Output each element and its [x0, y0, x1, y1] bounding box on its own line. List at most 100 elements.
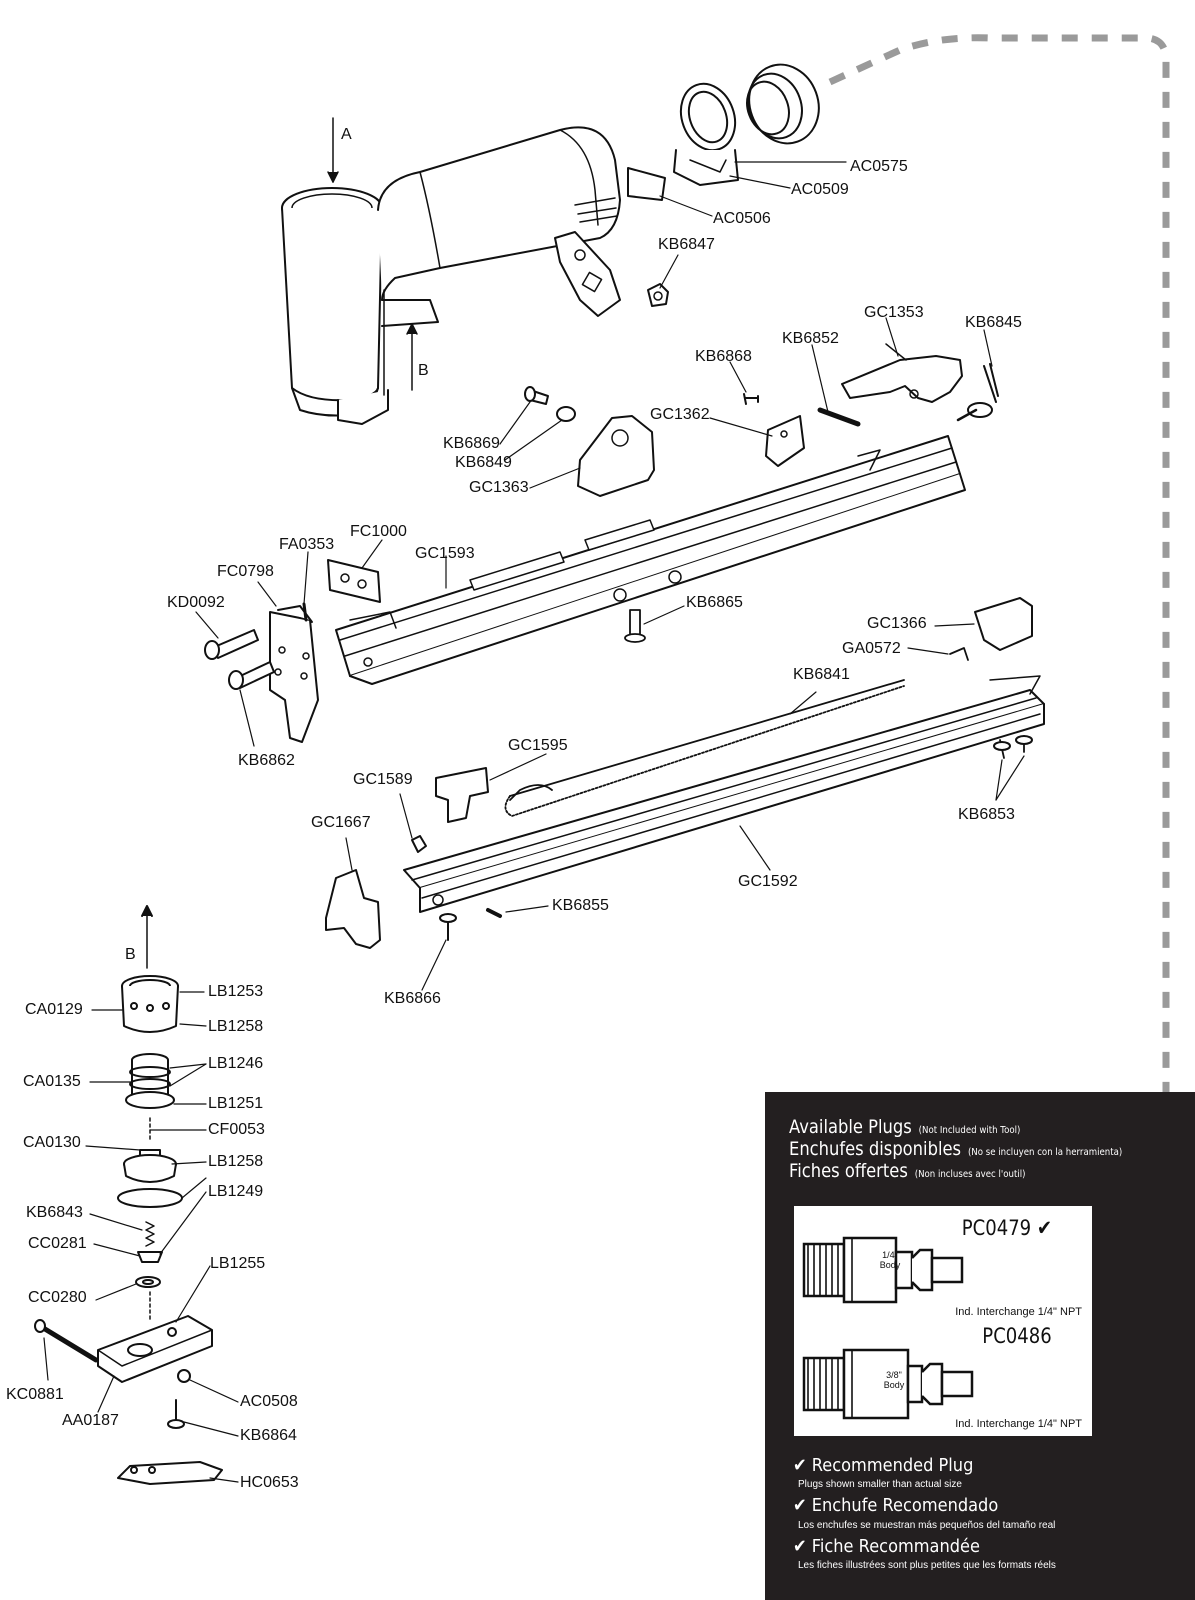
part-label-LB1246: LB1246 [208, 1055, 264, 1072]
part-label-GC1595: GC1595 [508, 737, 568, 754]
arrow-b-bottom-label: B [125, 946, 136, 963]
plugs-heading-fr-note: (Non incluses avec l'outil) [914, 1169, 1026, 1180]
part-label-KB6849: KB6849 [455, 454, 512, 471]
part-label-KB6868: KB6868 [695, 348, 752, 365]
part-label-KB6865: KB6865 [686, 594, 743, 611]
recommended-plug-en-note: Plugs shown smaller than actual size [798, 1479, 962, 1490]
plug-pc0479-check-icon: ✔ [1036, 1216, 1052, 1240]
plug-pc0486-code: PC0486 [982, 1324, 1052, 1348]
plugs-heading-en-note: (Not Included with Tool) [918, 1125, 1021, 1136]
part-label-CA0130: CA0130 [23, 1134, 81, 1151]
recommended-plug-fr-text: Fiche Recommandée [811, 1536, 980, 1557]
part-label-KB6852: KB6852 [782, 330, 839, 347]
plug-pc0479-code: PC0479 ✔ [962, 1216, 1052, 1240]
tool-housing [281, 126, 621, 425]
spring-kb6841 [504, 679, 905, 817]
part-label-LB1258a: LB1258 [208, 1018, 264, 1035]
upper-magazine [335, 435, 966, 685]
part-label-CC0281: CC0281 [28, 1235, 87, 1252]
lower-magazine [403, 675, 1045, 913]
part-label-AC0575: AC0575 [850, 158, 908, 175]
arrow-b-top-label: B [418, 362, 429, 379]
part-label-GC1353: GC1353 [864, 304, 924, 321]
available-plugs-panel: Available Plugs(Not Included with Tool) … [765, 1092, 1195, 1600]
plug-pc0486-note: Ind. Interchange 1/4" NPT [955, 1418, 1082, 1430]
part-label-LB1255: LB1255 [210, 1255, 266, 1272]
part-label-FA0353: FA0353 [279, 536, 335, 553]
latch-parts [524, 343, 999, 497]
part-label-KB6855: KB6855 [552, 897, 609, 914]
part-label-GC1667: GC1667 [311, 814, 371, 831]
plugs-heading-es: Enchufes disponibles (No se incluyen con … [789, 1138, 1122, 1164]
plug-pc0479-icon [802, 1236, 964, 1304]
part-label-GC1362: GC1362 [650, 406, 710, 423]
part-label-KB6843: KB6843 [26, 1204, 83, 1221]
plug-pc0479-note: Ind. Interchange 1/4" NPT [955, 1306, 1082, 1318]
part-label-FC0798: FC0798 [217, 563, 274, 580]
plug-pc0479-body-size: 1/4" [882, 1250, 898, 1260]
part-label-GC1589: GC1589 [353, 771, 413, 788]
part-label-KB6864: KB6864 [240, 1427, 297, 1444]
plug-pc0479-code-text: PC0479 [961, 1216, 1032, 1240]
part-label-AA0187: AA0187 [62, 1412, 119, 1429]
recommended-plug-fr-note: Les fiches illustrées sont plus petites … [798, 1560, 1056, 1571]
plug-pc0486-body-size: 3/8" [886, 1370, 902, 1380]
part-label-LB1253: LB1253 [208, 983, 264, 1000]
part-label-GA0572: GA0572 [842, 640, 901, 657]
part-label-GC1366: GC1366 [867, 615, 927, 632]
recommended-check-icon-fr: ✔ [793, 1536, 807, 1557]
part-label-KB6847: KB6847 [658, 236, 715, 253]
recommended-plug-es-note: Los enchufes se muestran más pequeños de… [798, 1520, 1056, 1531]
nose-assembly [204, 559, 381, 743]
plugs-heading-en: Available Plugs (Not Included with Tool) [789, 1116, 1020, 1142]
part-label-KB6866: KB6866 [384, 990, 441, 1007]
plug-pc0486-icon [802, 1348, 974, 1420]
part-label-LB1249: LB1249 [208, 1183, 264, 1200]
plugs-heading-es-text: Enchufes disponibles [789, 1138, 962, 1160]
plug-pc0479-body-label: 1/4"Body [872, 1250, 908, 1270]
plug-images-box: PC0479 ✔ 1/4"Body Ind. Interchange 1/4" … [794, 1206, 1092, 1436]
plug-pc0479-body-word: Body [879, 1260, 901, 1270]
part-label-LB1251: LB1251 [208, 1095, 264, 1112]
part-label-KB6862: KB6862 [238, 752, 295, 769]
pusher-parts [325, 597, 1033, 949]
part-label-KC0881: KC0881 [6, 1386, 64, 1403]
recommended-check-icon-es: ✔ [793, 1495, 807, 1516]
part-label-HC0653: HC0653 [240, 1474, 299, 1491]
arrow-b-top [406, 323, 418, 391]
plugs-heading-es-note: (No se incluyen con la herramienta) [967, 1147, 1123, 1158]
part-label-CC0280: CC0280 [28, 1289, 87, 1306]
part-label-KB6853: KB6853 [958, 806, 1015, 823]
leader-lines [43, 161, 1025, 1483]
recommended-plug-es: ✔ Enchufe Recomendado [793, 1496, 998, 1516]
part-label-FC1000: FC1000 [350, 523, 407, 540]
plugs-heading-fr-text: Fiches offertes [789, 1160, 908, 1182]
part-label-GC1592: GC1592 [738, 873, 798, 890]
part-label-AC0509: AC0509 [791, 181, 849, 198]
recommended-plug-es-text: Enchufe Recomendado [811, 1495, 999, 1516]
plug-pc0486-body-label: 3/8"Body [876, 1370, 912, 1390]
end-cap-parts [627, 63, 820, 307]
part-label-CA0129: CA0129 [25, 1001, 83, 1018]
plugs-heading-en-text: Available Plugs [789, 1116, 912, 1138]
plugs-heading-fr: Fiches offertes (Non incluses avec l'outi… [789, 1160, 1025, 1186]
arrow-a [327, 117, 339, 183]
part-label-CA0135: CA0135 [23, 1073, 81, 1090]
part-label-GC1363: GC1363 [469, 479, 529, 496]
part-label-LB1258b: LB1258 [208, 1153, 264, 1170]
valve-stack [34, 905, 223, 1485]
part-label-KD0092: KD0092 [167, 594, 225, 611]
recommended-check-icon-en: ✔ [793, 1455, 807, 1476]
recommended-plug-fr: ✔ Fiche Recommandée [793, 1537, 980, 1557]
arrow-a-label: A [341, 126, 352, 143]
recommended-plug-en: ✔ Recommended Plug [793, 1456, 973, 1476]
part-label-KB6845: KB6845 [965, 314, 1022, 331]
part-label-GC1593: GC1593 [415, 545, 475, 562]
screw-kb6865 [624, 609, 646, 643]
recommended-plug-en-text: Recommended Plug [811, 1455, 974, 1476]
part-label-AC0508: AC0508 [240, 1393, 298, 1410]
part-label-KB6869: KB6869 [443, 435, 500, 452]
part-label-KB6841: KB6841 [793, 666, 850, 683]
part-label-AC0506: AC0506 [713, 210, 771, 227]
